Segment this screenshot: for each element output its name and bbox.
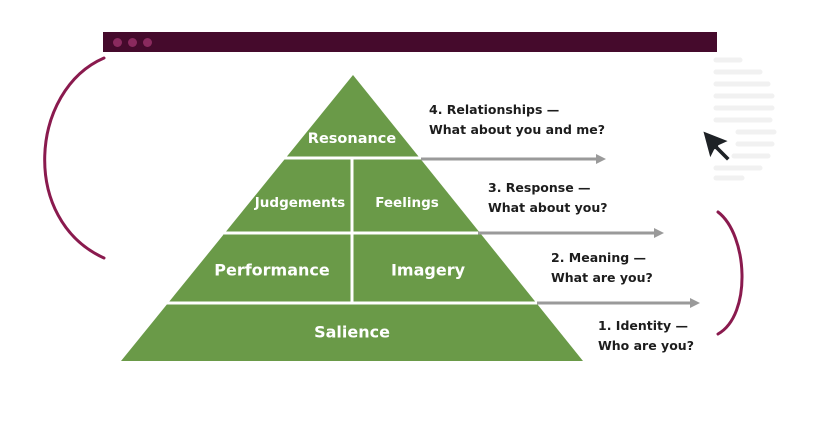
level-question: What about you and me?	[429, 122, 606, 137]
mouse-pointer-icon	[701, 129, 732, 163]
arrowhead-meaning	[690, 298, 700, 308]
level-identity: 1. Identity — Who are you?	[598, 316, 694, 356]
level-title: 3. Response —	[488, 180, 591, 195]
level-title: 1. Identity —	[598, 318, 689, 333]
label-imagery: Imagery	[390, 260, 466, 280]
label-resonance: Resonance	[307, 131, 397, 147]
level-question: Who are you?	[598, 338, 694, 353]
label-judgements: Judgements	[254, 195, 346, 211]
window-dot-icon	[128, 38, 137, 47]
label-salience: Salience	[314, 322, 390, 342]
arrowhead-response	[654, 228, 664, 238]
level-meaning: 2. Meaning — What are you?	[551, 248, 653, 288]
right-accent-curve	[716, 210, 744, 336]
level-title: 2. Meaning —	[551, 250, 647, 265]
level-response: 3. Response — What about you?	[488, 178, 608, 218]
left-accent-curve	[43, 56, 106, 260]
window-title-bar	[103, 32, 717, 52]
level-title: 4. Relationships —	[429, 102, 560, 117]
level-relationships: 4. Relationships — What about you and me…	[429, 100, 605, 140]
window-dot-icon	[113, 38, 122, 47]
level-question: What are you?	[551, 270, 653, 285]
window-dot-icon	[143, 38, 152, 47]
label-performance: Performance	[214, 260, 330, 280]
arrowhead-relationships	[596, 154, 606, 164]
level-question: What about you?	[488, 200, 608, 215]
speed-lines	[713, 57, 777, 181]
label-feelings: Feelings	[375, 195, 439, 211]
